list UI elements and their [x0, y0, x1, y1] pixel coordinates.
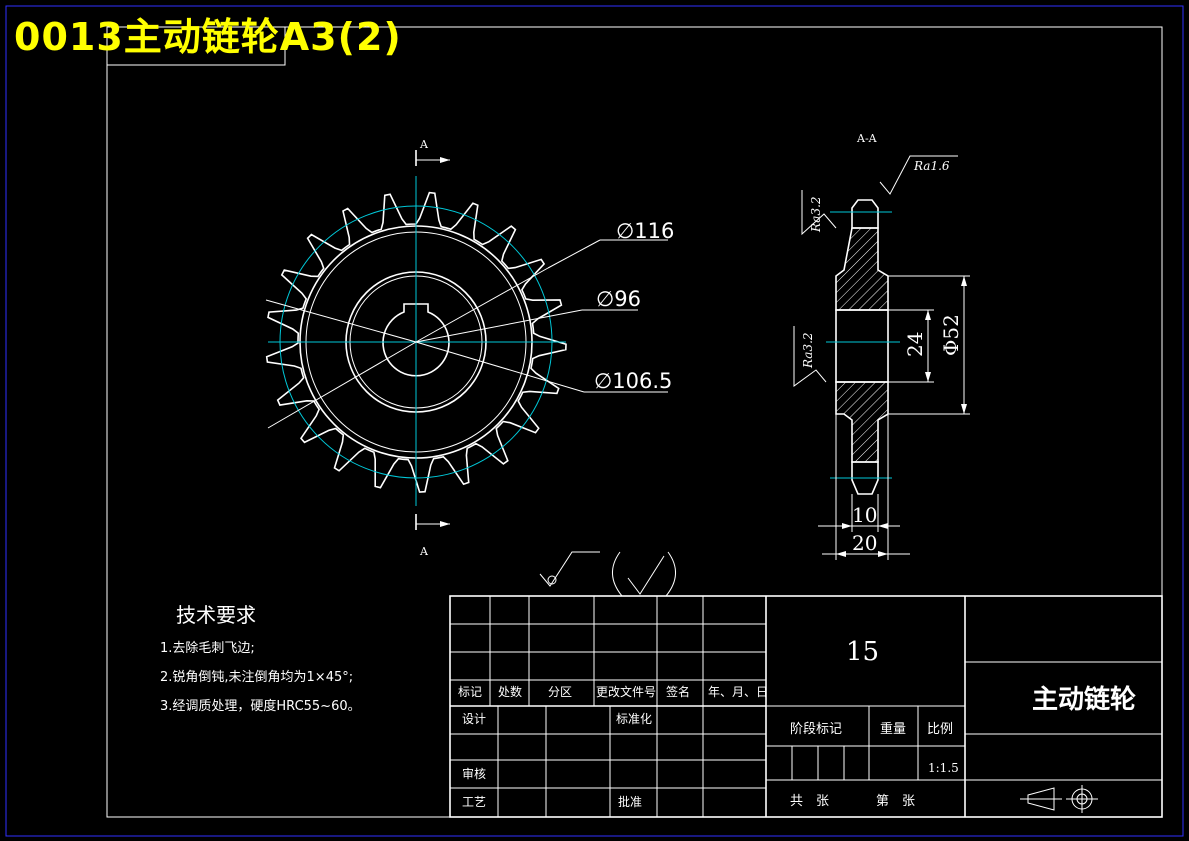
- leader-96: [415, 309, 583, 343]
- tb-role-review: 审核: [462, 766, 486, 781]
- dim-d116: ∅116: [616, 219, 674, 243]
- tb-header-date: 年、月、日: [708, 685, 768, 699]
- tb-role-approve: 批准: [618, 794, 642, 809]
- leader-left-lower: [267, 341, 417, 429]
- leader-116-ray: [415, 267, 549, 343]
- leader-left-upper: [265, 299, 417, 343]
- section-label-bottom: A: [419, 545, 429, 558]
- paren-check-mark: [627, 555, 665, 595]
- section-view-label: A-A: [856, 132, 878, 145]
- leader-106: [415, 341, 585, 393]
- general-roughness-mark: [539, 551, 676, 597]
- section-label-top: A: [419, 138, 429, 151]
- dim-d106-5: ∅106.5: [594, 369, 672, 393]
- sprocket-teeth-outline: [265, 191, 567, 493]
- tb-sheets-total: 共 张: [790, 794, 829, 809]
- leader-116: [547, 239, 601, 269]
- arrow-10-right: [878, 523, 888, 529]
- dim-d96: ∅96: [596, 287, 641, 311]
- tech-item-2: 2.锐角倒钝,未注倒角均为1×45°;: [160, 670, 353, 685]
- title-block: 标记 处数 分区 更改文件号 签名 年、月、日 设计 标准化 审核 工艺 批准 …: [449, 595, 1163, 818]
- arrow-24-top: [925, 310, 931, 320]
- dim-bore: 24: [903, 332, 927, 357]
- projection-cone: [1027, 787, 1055, 811]
- tb-header-zone: 分区: [548, 685, 572, 699]
- drawing-title: 0013主动链轮A3(2): [14, 15, 402, 59]
- tb-stage-label: 阶段标记: [790, 722, 842, 737]
- tb-sheet-no: 第 张: [876, 794, 915, 809]
- tb-scale-label: 比例: [927, 722, 953, 737]
- outer-frame: [5, 5, 1184, 837]
- lower-tooth: [851, 461, 879, 495]
- tb-weight-label: 重量: [880, 721, 906, 737]
- tb-role-standard: 标准化: [616, 712, 652, 726]
- arrow-24-bottom: [925, 372, 931, 382]
- roughness-left-top: Ra3.2: [809, 196, 823, 233]
- sprocket-section-view: A-A 24 Φ52 10: [793, 132, 970, 560]
- paren-right: [665, 551, 676, 597]
- dim-width-10: 10: [852, 503, 877, 527]
- bore-section: [835, 309, 889, 383]
- dim-hub: Φ52: [939, 314, 963, 356]
- paren-left: [612, 551, 623, 597]
- upper-hatched-section: [835, 227, 889, 311]
- roughness-circle-mark: [547, 575, 557, 585]
- tb-scale-value: 1:1.5: [928, 761, 959, 775]
- tech-item-1: 1.去除毛刺飞边;: [160, 641, 255, 656]
- roughness-symbol-top: [879, 155, 958, 195]
- tb-material-code: 15: [846, 637, 879, 667]
- tb-part-name: 主动链轮: [1032, 684, 1136, 715]
- title-tab-frame: [106, 26, 286, 66]
- projection-symbol-icon: [1020, 785, 1098, 813]
- section-arrowhead-bottom: [440, 521, 450, 527]
- arrow-20-right: [878, 551, 888, 557]
- roughness-left-mid: Ra3.2: [801, 332, 815, 369]
- tech-heading: 技术要求: [176, 603, 256, 627]
- sprocket-front-view: A A ∅116 ∅96 ∅106.5: [265, 138, 674, 558]
- tb-role-design: 设计: [462, 712, 486, 726]
- section-arrowhead-top: [440, 157, 450, 163]
- roughness-symbol-left-mid: [793, 326, 827, 387]
- tech-item-3: 3.经调质处理，硬度HRC55~60。: [160, 698, 361, 714]
- lower-hatched-section: [835, 381, 889, 463]
- upper-tooth: [851, 199, 879, 229]
- arrow-10-left: [842, 523, 852, 529]
- tech-requirements: 技术要求 1.去除毛刺飞边; 2.锐角倒钝,未注倒角均为1×45°; 3.经调质…: [160, 603, 361, 714]
- arrow-20-left: [836, 551, 846, 557]
- roughness-top: Ra1.6: [913, 159, 950, 173]
- tb-header-mark: 标记: [458, 685, 482, 699]
- roughness-check-mark: [539, 551, 600, 587]
- arrow-52-top: [961, 276, 967, 286]
- tb-header-sign: 签名: [666, 684, 690, 699]
- tb-header-change: 更改文件号: [596, 684, 656, 699]
- dim-width-20: 20: [852, 531, 877, 555]
- tb-header-count: 处数: [498, 684, 522, 699]
- tb-role-process: 工艺: [462, 795, 486, 809]
- roughness-symbol-left-top: [801, 190, 837, 236]
- arrow-52-bottom: [961, 404, 967, 414]
